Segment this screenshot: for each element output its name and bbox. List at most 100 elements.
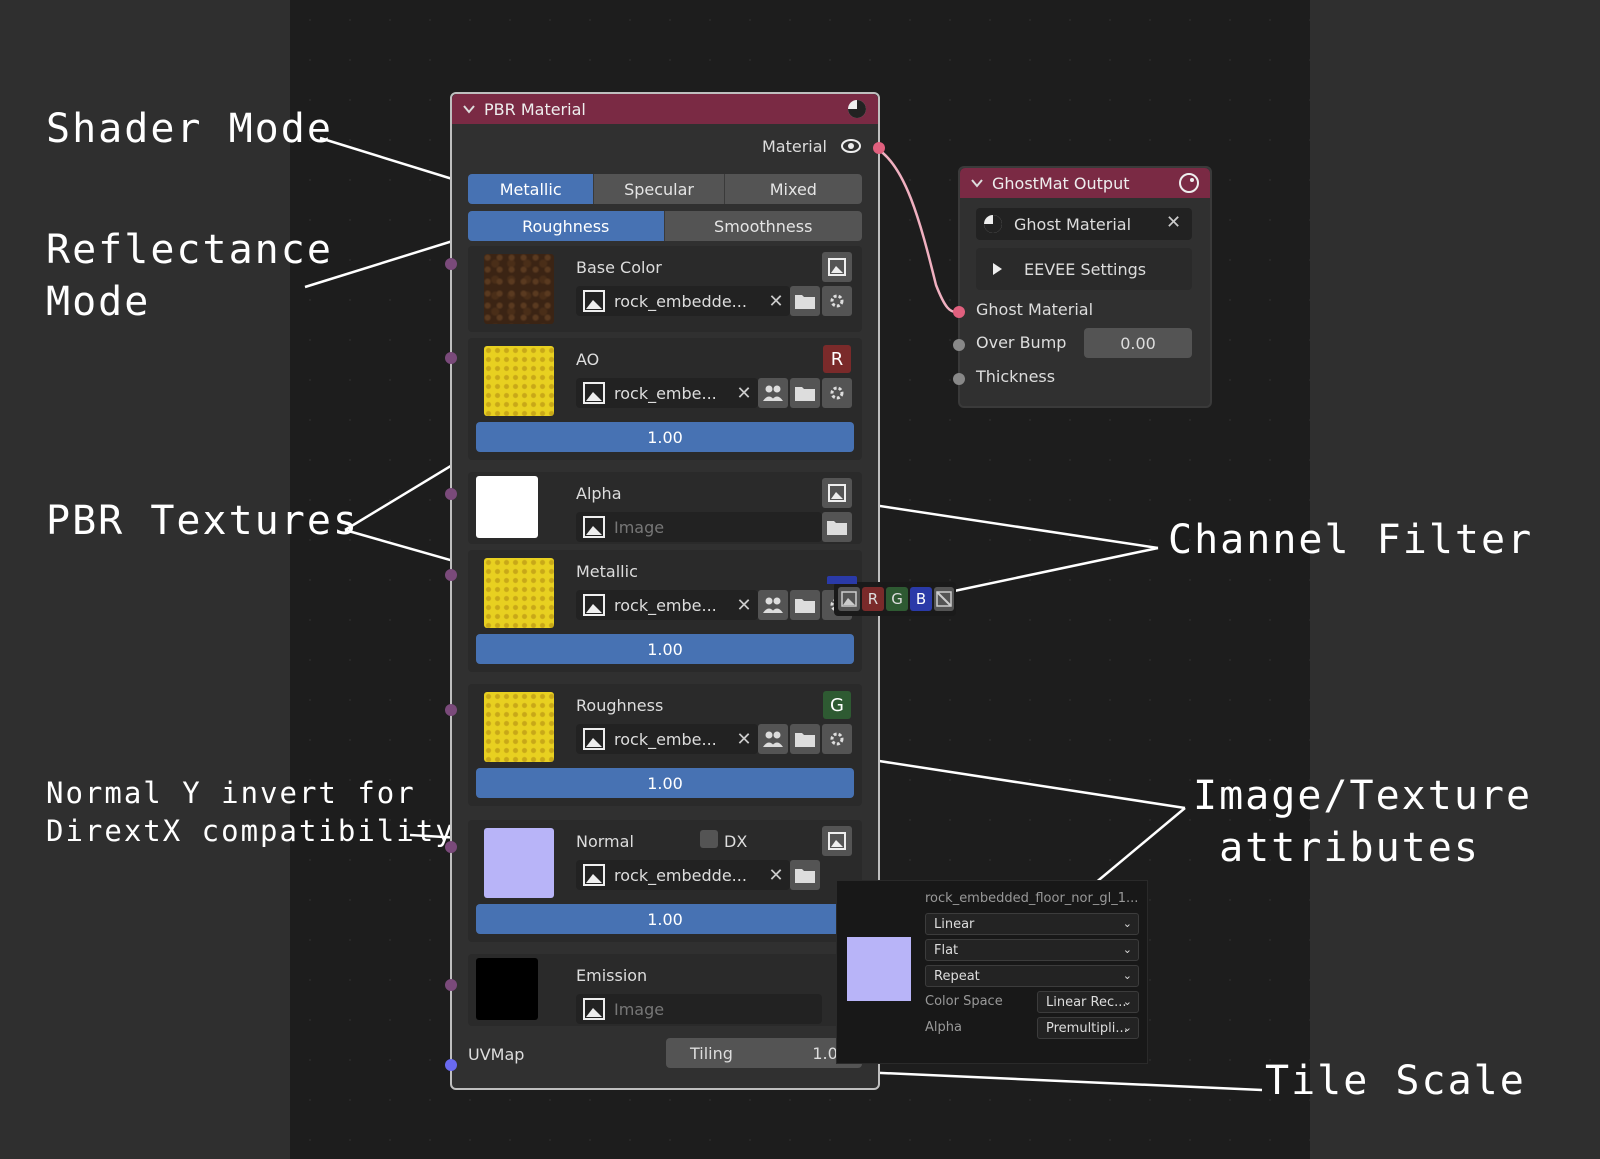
folder-icon[interactable] bbox=[790, 860, 820, 890]
roughness-socket[interactable] bbox=[445, 704, 457, 716]
tiling-field[interactable]: Tiling 1.00 bbox=[666, 1038, 862, 1068]
close-icon[interactable]: ✕ bbox=[1166, 212, 1182, 233]
normal-image-field[interactable]: rock_embedde... ✕ bbox=[576, 860, 790, 890]
metallic-strength-slider[interactable]: 1.00 bbox=[476, 634, 854, 664]
channel-b-badge[interactable] bbox=[827, 576, 857, 584]
eye-icon[interactable] bbox=[840, 138, 862, 154]
channel-filter-button[interactable] bbox=[822, 252, 852, 282]
ghost-node-header[interactable]: GhostMat Output bbox=[960, 168, 1210, 198]
pbr-material-node[interactable]: PBR Material Material Metallic Specular … bbox=[450, 92, 880, 1090]
alpha-image-placeholder: Image bbox=[614, 517, 665, 537]
folder-icon[interactable] bbox=[790, 378, 820, 408]
reflectance-mode-roughness[interactable]: Roughness bbox=[468, 211, 665, 241]
normal-thumbnail bbox=[484, 828, 554, 898]
chevron-down-icon[interactable] bbox=[970, 176, 984, 190]
dx-checkbox[interactable] bbox=[700, 830, 718, 848]
alpha-image-field[interactable]: Image bbox=[576, 512, 822, 542]
material-output-label: Material bbox=[762, 137, 827, 156]
users-icon[interactable] bbox=[758, 590, 788, 620]
channel-all-button[interactable] bbox=[838, 587, 860, 611]
gear-icon[interactable] bbox=[822, 286, 852, 316]
close-icon[interactable]: ✕ bbox=[736, 382, 752, 404]
material-output-socket[interactable] bbox=[873, 142, 885, 154]
channel-r-button[interactable]: R bbox=[862, 587, 884, 611]
interpolation-dropdown[interactable]: Linear⌄ bbox=[925, 913, 1139, 935]
close-icon[interactable]: ✕ bbox=[768, 290, 784, 312]
channel-filter-button[interactable] bbox=[822, 826, 852, 856]
ao-strength-slider[interactable]: 1.00 bbox=[476, 422, 854, 452]
emission-panel: Emission Image bbox=[468, 954, 862, 1026]
ghost-material-input-socket[interactable] bbox=[953, 306, 965, 318]
channel-b-button[interactable]: B bbox=[910, 587, 932, 611]
over-bump-socket[interactable] bbox=[953, 339, 965, 351]
image-icon bbox=[841, 591, 857, 607]
chevron-down-icon[interactable] bbox=[462, 102, 476, 116]
reflectance-mode-smoothness[interactable]: Smoothness bbox=[664, 211, 862, 241]
pbr-node-title: PBR Material bbox=[484, 99, 586, 119]
channel-g-badge[interactable]: G bbox=[823, 691, 851, 719]
ao-image-name: rock_embe... bbox=[614, 383, 717, 403]
image-preview-thumbnail bbox=[847, 937, 911, 1001]
base-color-thumbnail bbox=[484, 254, 554, 324]
pbr-node-header[interactable]: PBR Material bbox=[452, 94, 878, 124]
close-icon[interactable]: ✕ bbox=[768, 864, 784, 886]
annotation-normal-y-invert: Normal Y invert for DirextX compatibilit… bbox=[46, 776, 455, 848]
over-bump-field[interactable]: 0.00 bbox=[1084, 328, 1192, 358]
channel-r-badge[interactable]: R bbox=[823, 345, 851, 373]
folder-icon[interactable] bbox=[790, 590, 820, 620]
projection-dropdown[interactable]: Flat⌄ bbox=[925, 939, 1139, 961]
thickness-socket[interactable] bbox=[953, 373, 965, 385]
image-icon bbox=[828, 258, 846, 276]
metallic-label: Metallic bbox=[576, 562, 638, 581]
material-sphere-icon bbox=[984, 215, 1002, 233]
tiling-label: Tiling bbox=[690, 1044, 733, 1063]
eevee-settings-panel[interactable]: EEVEE Settings bbox=[976, 248, 1192, 290]
uvmap-socket[interactable] bbox=[445, 1059, 457, 1071]
thickness-label: Thickness bbox=[976, 367, 1056, 386]
emission-socket[interactable] bbox=[445, 979, 457, 991]
alpha-mode-dropdown[interactable]: Premultipli...⌄ bbox=[1037, 1017, 1139, 1039]
users-icon[interactable] bbox=[758, 378, 788, 408]
shader-mode-mixed[interactable]: Mixed bbox=[724, 174, 862, 204]
image-icon bbox=[583, 516, 605, 538]
close-icon[interactable]: ✕ bbox=[736, 728, 752, 750]
ao-socket[interactable] bbox=[445, 352, 457, 364]
base-color-image-field[interactable]: rock_embedde... ✕ bbox=[576, 286, 790, 316]
channel-g-button[interactable]: G bbox=[886, 587, 908, 611]
play-arrow-icon[interactable] bbox=[990, 262, 1004, 276]
shader-mode-metallic[interactable]: Metallic bbox=[468, 174, 595, 204]
metallic-image-field[interactable]: rock_embe... ✕ bbox=[576, 590, 758, 620]
channel-alpha-button[interactable] bbox=[934, 587, 954, 611]
emission-image-field[interactable]: Image bbox=[576, 994, 822, 1024]
color-space-label: Color Space bbox=[925, 994, 1003, 1009]
color-space-dropdown[interactable]: Linear Rec...⌄ bbox=[1037, 991, 1139, 1013]
interpolation-value: Linear bbox=[934, 916, 975, 932]
normal-socket[interactable] bbox=[445, 841, 457, 853]
extension-dropdown[interactable]: Repeat⌄ bbox=[925, 965, 1139, 987]
ghost-material-selector[interactable]: Ghost Material ✕ bbox=[976, 208, 1192, 240]
channel-filter-line-2 bbox=[939, 546, 1159, 596]
ao-image-field[interactable]: rock_embe... ✕ bbox=[576, 378, 758, 408]
roughness-strength-slider[interactable]: 1.00 bbox=[476, 768, 854, 798]
ghost-material-input-label: Ghost Material bbox=[976, 300, 1094, 319]
channel-filter-button[interactable] bbox=[822, 478, 852, 508]
base-color-socket[interactable] bbox=[445, 258, 457, 270]
metallic-socket[interactable] bbox=[445, 569, 457, 581]
close-icon[interactable]: ✕ bbox=[736, 594, 752, 616]
roughness-image-field[interactable]: rock_embe... ✕ bbox=[576, 724, 758, 754]
folder-icon[interactable] bbox=[790, 286, 820, 316]
gear-icon[interactable] bbox=[822, 724, 852, 754]
folder-icon[interactable] bbox=[790, 724, 820, 754]
users-icon[interactable] bbox=[758, 724, 788, 754]
reflectance-mode-selector[interactable]: Roughness Smoothness bbox=[468, 211, 862, 241]
over-bump-label: Over Bump bbox=[976, 333, 1067, 352]
alpha-socket[interactable] bbox=[445, 488, 457, 500]
folder-icon[interactable] bbox=[822, 512, 852, 542]
shader-mode-specular[interactable]: Specular bbox=[594, 174, 725, 204]
chevron-down-icon: ⌄ bbox=[1122, 969, 1132, 982]
normal-strength-slider[interactable]: 1.00 bbox=[476, 904, 854, 934]
shader-mode-selector[interactable]: Metallic Specular Mixed bbox=[468, 174, 862, 204]
gear-icon[interactable] bbox=[822, 378, 852, 408]
roughness-label: Roughness bbox=[576, 696, 664, 715]
ghostmat-output-node[interactable]: GhostMat Output Ghost Material ✕ EEVEE S… bbox=[958, 166, 1212, 408]
